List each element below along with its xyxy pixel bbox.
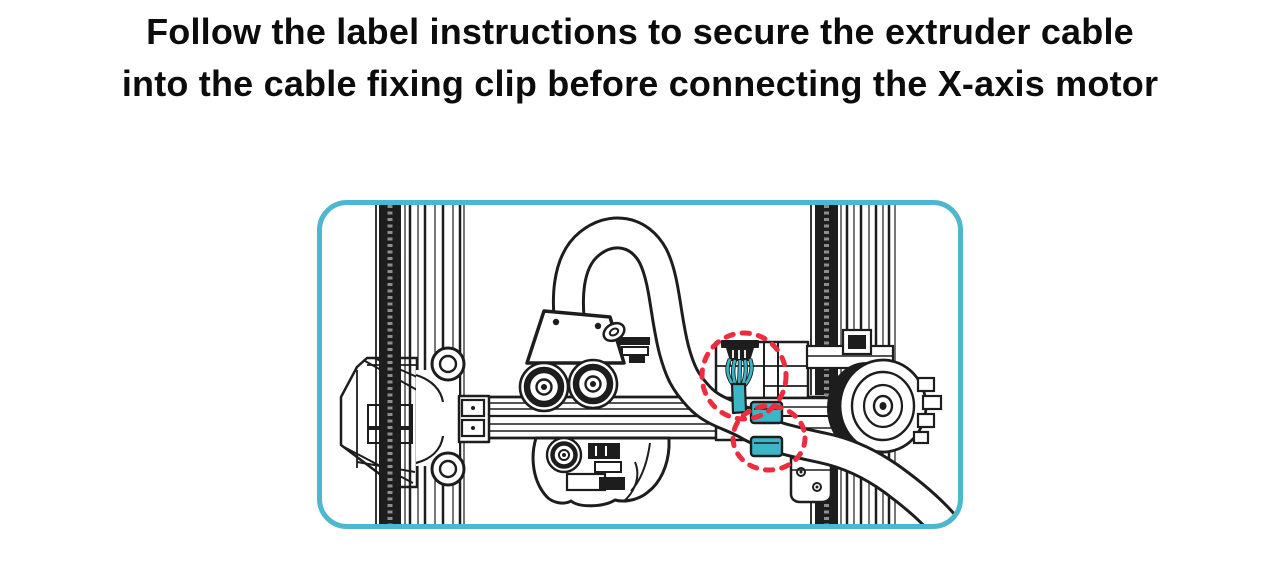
title-line-1: Follow the label instructions to secure … bbox=[146, 11, 1134, 52]
carriage-roller-left bbox=[518, 361, 570, 413]
printer-illustration bbox=[339, 205, 958, 524]
highlight-circle-connector bbox=[699, 330, 789, 422]
extruder-cable bbox=[551, 216, 958, 524]
instruction-figure bbox=[317, 200, 963, 529]
carriage-roller-right bbox=[567, 358, 619, 410]
highlight-circles bbox=[699, 330, 808, 473]
x-axis-motor bbox=[827, 328, 943, 454]
title-line-2: into the cable fixing clip before connec… bbox=[121, 63, 1159, 104]
left-rail bbox=[375, 205, 465, 524]
connector-cable bbox=[730, 382, 748, 415]
hotend-roller bbox=[545, 436, 583, 474]
hotend-duct bbox=[531, 436, 671, 508]
page-title: Follow the label instructions to secure … bbox=[0, 6, 1280, 110]
left-bracket-front bbox=[415, 346, 491, 487]
lower-right-bracket bbox=[789, 456, 833, 504]
connector-housing bbox=[721, 340, 759, 348]
cable-fixing-clip-lower bbox=[749, 435, 784, 458]
extruder-carriage bbox=[518, 309, 650, 413]
connector-wires bbox=[725, 358, 754, 390]
highlight-circle-clip bbox=[730, 403, 808, 473]
